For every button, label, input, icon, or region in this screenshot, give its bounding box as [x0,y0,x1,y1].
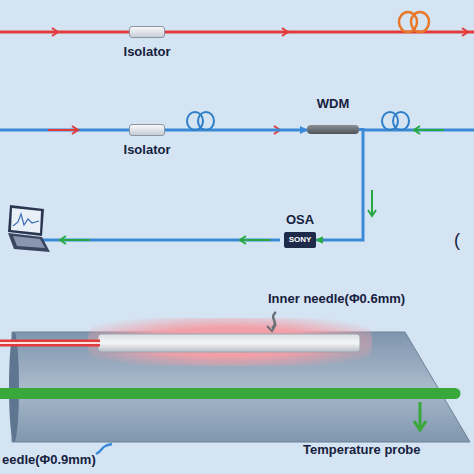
isolator-body [129,124,165,136]
fiber-connector [316,130,363,241]
fiber-coil [399,12,429,32]
leader-arrow [267,324,276,331]
direction-arrow [60,236,90,244]
brand-text: SONY [289,235,312,245]
direction-arrow [240,236,270,244]
direction-arrow [48,126,78,134]
direction-arrow [368,190,376,216]
direction-arrow [28,28,58,36]
direction-arrow [258,28,288,36]
needle-end [9,332,19,442]
temperature-probe [0,388,455,399]
spectrum-analyzer: OSA SONY [272,212,328,248]
isolator-body [129,26,165,38]
wdm-coupler: WDM [305,96,361,134]
laser-fiber-core [0,342,100,344]
wdm-body [307,125,359,134]
component-label: Isolator [124,142,171,158]
isolator: Isolator [112,26,182,60]
inner-needle [98,334,360,352]
leader-arrow [96,444,112,454]
direction-arrow [440,28,468,36]
component-label: OSA [286,212,314,228]
leader-arrow [414,402,426,430]
annotation-label: Inner needle(Φ0.6mm) [268,291,405,307]
laptop-icon [8,205,50,252]
laser-glow [88,318,372,366]
direction-arrow [414,126,444,134]
annotation-label: ( [454,230,460,250]
annotation-label: eedle(Φ0.9mm) [2,452,96,468]
probe-tip [450,388,461,399]
isolator: Isolator [112,124,182,158]
annotation-label: Temperature probe [303,442,421,458]
fiber-coil [382,112,409,130]
laser-fiber [0,340,100,347]
fiber-coil [187,112,214,130]
fiber-connector [165,129,307,132]
outer-needle [12,332,470,442]
osa-body: SONY [284,232,317,248]
component-label: WDM [317,96,350,112]
component-label: Isolator [124,44,171,60]
